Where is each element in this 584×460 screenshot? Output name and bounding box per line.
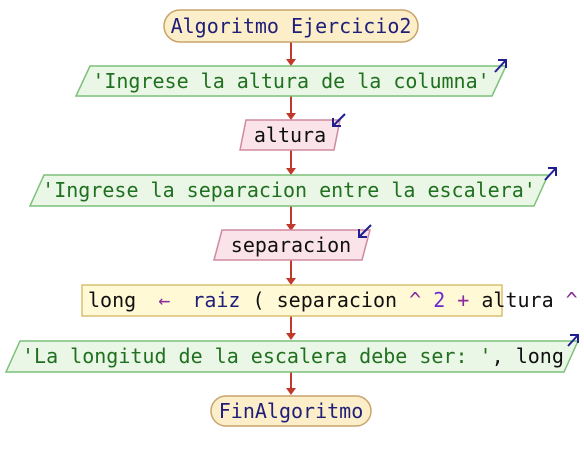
start-terminal-label: Algoritmo Ejercicio2	[171, 14, 412, 38]
input-text: separacion	[231, 233, 351, 257]
output-shape	[74, 65, 508, 97]
input-shape	[213, 229, 371, 261]
assign-target: long	[88, 288, 136, 312]
connector-arrowhead	[286, 224, 296, 231]
connector-arrowhead	[286, 59, 296, 66]
output-arrow-icon	[544, 167, 557, 181]
assign-expression: long ← raiz ( separacion ^ 2 + altura ^ …	[88, 288, 584, 312]
output-shape	[28, 174, 550, 207]
output-text: 'La longitud de la escalera debe ser: ',…	[22, 344, 564, 368]
output-string: 'La longitud de la escalera debe ser: '	[22, 344, 492, 368]
output-separator: ,	[492, 344, 516, 368]
output-text: 'Ingrese la altura de la columna'	[92, 69, 489, 93]
connector-arrowhead	[286, 333, 296, 340]
output-shape	[4, 340, 580, 373]
output-variable: long	[516, 344, 564, 368]
input-step-2[interactable]: separacion	[213, 224, 372, 261]
end-terminal[interactable]: FinAlgoritmo	[210, 395, 372, 427]
output-step-3[interactable]: 'La longitud de la escalera debe ser: ',…	[4, 334, 580, 373]
connectors	[286, 42, 296, 395]
output-text: 'Ingrese la separacion entre la escalera…	[42, 178, 536, 202]
assign-plus: +	[457, 288, 469, 312]
assign-pow2: ^	[566, 288, 578, 312]
input-arrow-icon	[358, 224, 372, 238]
assign-pow1: ^	[409, 288, 421, 312]
assign-arg2: altura	[481, 288, 553, 312]
output-step-1[interactable]: 'Ingrese la altura de la columna'	[74, 59, 508, 97]
input-arrow-icon	[332, 113, 346, 127]
assign-arg1: separacion	[277, 288, 397, 312]
input-step-1[interactable]: altura	[239, 113, 346, 151]
assign-open-paren: (	[253, 288, 265, 312]
start-terminal[interactable]: Algoritmo Ejercicio2	[163, 9, 419, 43]
assign-step[interactable]: long ← raiz ( separacion ^ 2 + altura ^ …	[81, 284, 584, 317]
assign-exp1: 2	[433, 288, 445, 312]
connector-arrowhead	[286, 278, 296, 285]
connector-arrowhead	[286, 388, 296, 395]
assign-shape	[81, 284, 503, 317]
connector-arrowhead	[286, 168, 296, 175]
assign-function: raiz	[192, 288, 240, 312]
end-terminal-label: FinAlgoritmo	[219, 399, 364, 423]
connector-arrowhead	[286, 113, 296, 120]
end-terminal-shape	[210, 395, 372, 427]
output-step-2[interactable]: 'Ingrese la separacion entre la escalera…	[28, 167, 557, 207]
input-text: altura	[254, 123, 326, 147]
assign-arrow: ←	[158, 288, 170, 312]
output-arrow-icon	[567, 334, 579, 347]
output-arrow-icon	[494, 59, 507, 73]
start-terminal-shape	[163, 9, 419, 43]
input-shape	[239, 119, 341, 151]
